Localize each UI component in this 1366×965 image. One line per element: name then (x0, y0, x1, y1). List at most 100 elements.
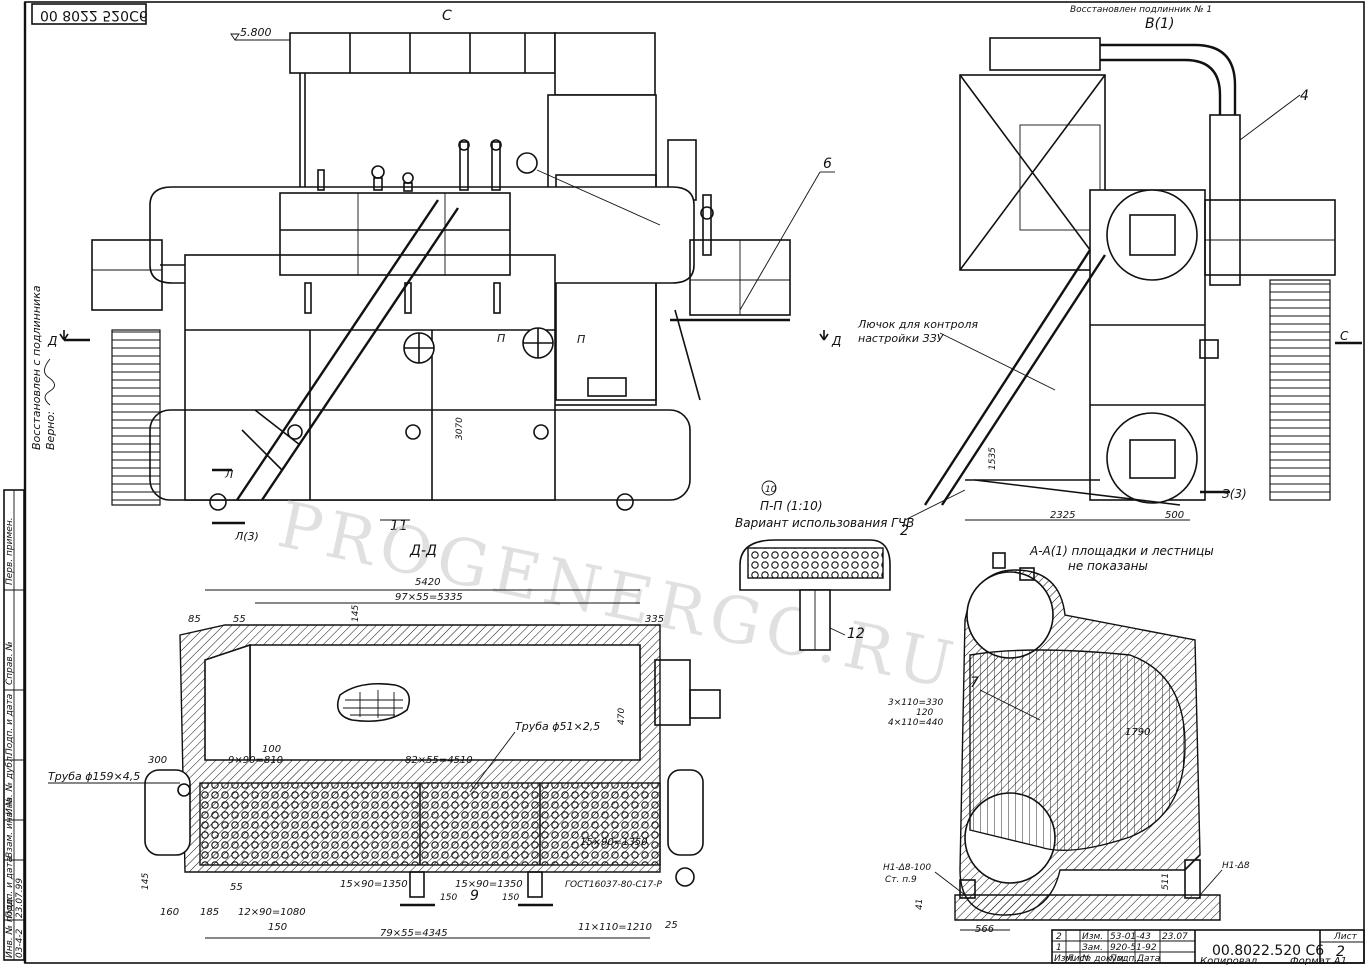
top-platform (279, 192, 511, 314)
side-strip-table: Перв. примен. Справ. № Подп. и дата Инв.… (3, 489, 25, 961)
section-d-right: Д (831, 334, 841, 348)
dim-25: 25 (665, 920, 678, 931)
dim-470: 470 (617, 708, 627, 725)
left-stair (111, 329, 161, 506)
dim-1535: 1535 (988, 447, 998, 470)
rev-row2-c2: Зам. (1082, 943, 1103, 953)
hatch-note-line2: настройки ЗЗУ (858, 332, 945, 345)
rev-row2-c3: 920-51-92 (1110, 943, 1157, 953)
restored-side-line1: Восстановлен с подлинника (30, 285, 43, 450)
right-platform (670, 239, 791, 401)
part-6-label: 6 (823, 156, 832, 172)
dim-9x90: 9×90=810 (228, 755, 283, 766)
dim-160: 160 (160, 907, 179, 918)
main-ladder (236, 199, 459, 501)
dim-79: 79×55=4345 (380, 928, 448, 939)
part-7-label: 7 (970, 675, 979, 691)
strip-cell-5: Подп. и дата (5, 857, 15, 918)
part-4-label: 4 (1300, 88, 1309, 104)
dim-150a: 150 (440, 893, 457, 903)
side-header (989, 37, 1101, 71)
dim-185: 185 (200, 907, 219, 918)
detail-note: Вариант использования ГЧВ (735, 516, 914, 530)
dim-85: 85 (188, 614, 201, 625)
furnace-space (249, 644, 641, 761)
dim-41: 41 (915, 899, 925, 910)
weld-1b: Ст. п.9 (885, 875, 917, 885)
section-l: Л (224, 468, 233, 481)
dim-55b: 55 (230, 882, 243, 893)
rev-head-c0: Изм. (1054, 954, 1075, 964)
strip-cell-0: Перв. примен. (5, 517, 15, 585)
detail-number: 10 (765, 485, 777, 495)
height-mark: 5.800 (240, 26, 272, 39)
dim-145: 145 (351, 605, 361, 622)
side-view: В(1) 4 Лючок для контроля настройки ЗЗУ … (819, 16, 1362, 539)
dim-1790: 1790 (1125, 727, 1150, 738)
part-11-label: 11 (390, 518, 408, 534)
aa-upper-drum (966, 571, 1054, 659)
section-p: П (497, 332, 505, 345)
restored-side-note: Восстановлен с подлинника Верно: (30, 285, 57, 450)
detail-pp: 10 П-П (1:10) Вариант использования ГЧВ … (735, 480, 914, 651)
strip-cell-4: Взам. инв. № (5, 797, 15, 858)
strip-cell-3: Инв. № дубл. (5, 753, 15, 815)
side-lower-drum (1106, 412, 1198, 504)
side-view-title: В(1) (1145, 16, 1174, 32)
dim-145b: 145 (141, 873, 151, 890)
dim-300: 300 (148, 755, 167, 766)
drawing-number-top: 00 8022 520С6 (40, 7, 148, 23)
dim-12x90: 12×90=1080 (238, 907, 306, 918)
dim-15x90-c: 15×90=1350 (580, 837, 648, 848)
strip-value-6: 03-4-2 (15, 928, 25, 958)
dim-335: 335 (645, 614, 664, 625)
drum-fittings (317, 139, 714, 256)
gost-label: ГОСТ16037-80-С17-Р (565, 880, 662, 890)
rev-head-c2: № докум. (1081, 954, 1126, 964)
dim-15x90-b: 15×90=1350 (455, 879, 523, 890)
section-aa: А-А(1) площадки и лестницы не показаны 7… (883, 544, 1250, 935)
part-12-label: 12 (847, 626, 865, 642)
aa-foundation (954, 894, 1221, 921)
dim-150b: 150 (502, 893, 519, 903)
dim-4x110: 4×110=440 (888, 718, 943, 728)
rev-row1-c2: Изм. (1082, 932, 1103, 942)
rev-row1-c0: 2 (1056, 932, 1062, 942)
dim-82: 82×55=4510 (405, 755, 473, 766)
top-left-stamp: 00 8022 520С6 (31, 3, 148, 25)
strip-cell-6: Инв. № подл. (5, 896, 15, 958)
tube-bundle (199, 782, 661, 866)
dim-150c: 150 (268, 922, 287, 933)
section-c-side: С (1340, 329, 1349, 343)
rev-head-c1: Лист (1066, 954, 1091, 964)
weld-2: Н1-Δ8 (1222, 861, 1250, 871)
section-dd-title: Д-Д (409, 543, 437, 559)
section-dd: Д-Д 5420 97×55=5335 145 85 55 335 Труба … (48, 543, 721, 939)
dim-2325: 2325 (1050, 510, 1075, 521)
detail-title: П-П (1:10) (760, 499, 823, 513)
dim-100: 100 (262, 744, 281, 755)
copied-label: Копировал (1200, 956, 1258, 965)
side-upper-drum (1106, 189, 1198, 281)
dim-11x110: 11×110=1210 (578, 922, 652, 933)
rev-row1-c3: 53-01-43 (1110, 932, 1151, 942)
side-right-stair (1269, 279, 1331, 501)
dim-120: 120 (916, 708, 933, 718)
pipe-159-label: Труба ϕ159×4,5 (48, 770, 140, 783)
section-p2: П (577, 333, 585, 346)
part-9-label: 9 (470, 888, 479, 904)
part-2-label: 2 (900, 523, 909, 539)
dim-5420: 5420 (415, 577, 440, 588)
drawing-number-bottom: 00.8022.520 С6 (1212, 943, 1324, 959)
sheet-number: 2 (1336, 944, 1345, 960)
pipe-51-label: Труба ϕ51×2,5 (515, 720, 600, 733)
elevation-view: С 5.800 (47, 8, 835, 543)
sheet-label: Лист (1333, 932, 1358, 942)
section-z: З(3) (1222, 487, 1247, 501)
strip-value-5: 23.07.99 (15, 878, 25, 918)
restored-side-line2: Верно: (44, 411, 57, 450)
section-d-left: Д (47, 334, 57, 348)
strip-cell-2: Подп. и дата (5, 694, 15, 755)
rev-row2-c0: 1 (1056, 943, 1062, 953)
